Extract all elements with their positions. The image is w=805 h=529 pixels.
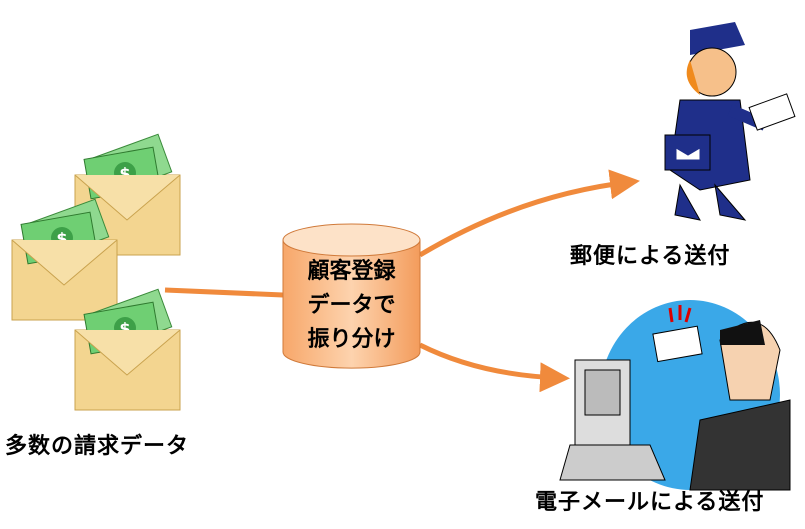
postal-delivery-label: 郵便による送付 xyxy=(570,244,731,269)
postman-illustration-icon xyxy=(664,22,796,221)
source-data-label: 多数の請求データ xyxy=(5,434,190,459)
email-user-illustration-icon xyxy=(559,300,791,491)
database-label-line: データで xyxy=(307,293,396,318)
arrow-to-database xyxy=(164,287,284,298)
database-label-line: 振り分け xyxy=(307,327,396,352)
envelope-money-icon xyxy=(11,198,118,321)
email-delivery-label: 電子メールによる送付 xyxy=(535,490,765,515)
database-cylinder xyxy=(282,223,421,369)
arrow-to-email xyxy=(418,342,570,393)
database-label: 顧客登録 データで 振り分け xyxy=(283,255,420,357)
database-label-line: 顧客登録 xyxy=(307,259,396,284)
arrow-to-postal xyxy=(418,169,640,258)
